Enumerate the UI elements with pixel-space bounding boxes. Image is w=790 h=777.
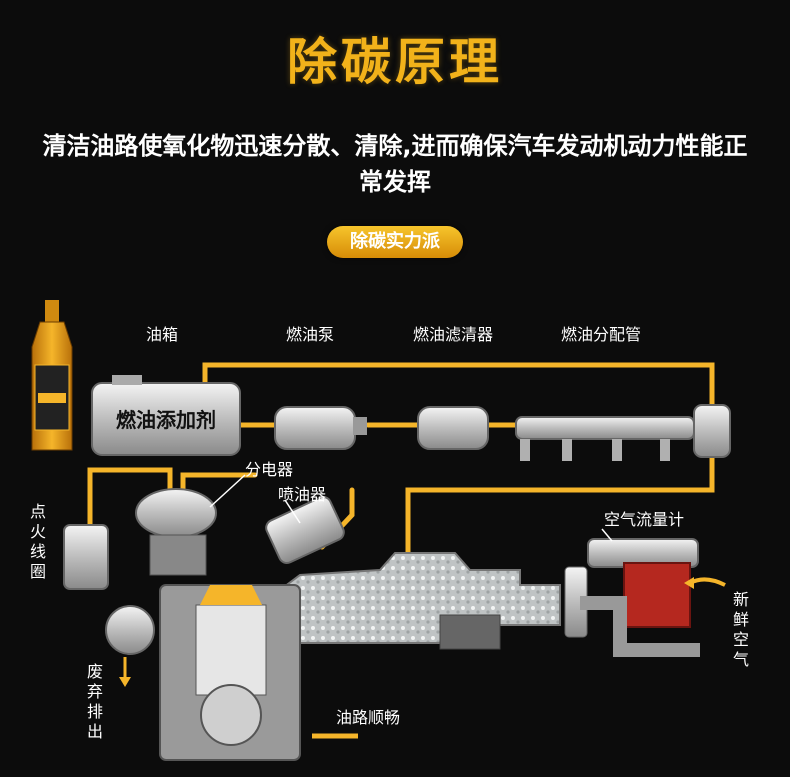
fuel-system-diagram: 燃油添加剂 bbox=[30, 300, 749, 761]
exhaust-label: 废弃排出 bbox=[87, 662, 103, 741]
fresh-air-arrow-icon bbox=[689, 577, 726, 587]
fuel-filter bbox=[417, 406, 489, 450]
injector-label: 喷油器 bbox=[278, 485, 326, 504]
exhaust-arrow-icon bbox=[119, 677, 131, 687]
fuel-tank: 燃油添加剂 bbox=[91, 375, 241, 456]
badge: 除碳实力派 bbox=[327, 226, 463, 258]
ignition-coil-label: 点火线圈 bbox=[30, 502, 46, 581]
fresh-air-label: 新鲜空气 bbox=[733, 590, 749, 669]
fuel-tank-label: 油箱 bbox=[146, 325, 178, 344]
additive-label: 燃油添加剂 bbox=[116, 408, 216, 432]
callout-lines bbox=[209, 474, 613, 542]
ignition-coil bbox=[63, 524, 109, 590]
fuel-filter-label: 燃油滤清器 bbox=[413, 325, 493, 344]
subtitle: 清洁油路使氧化物迅速分散、清除,进而确保汽车发动机动力性能正常发挥 bbox=[42, 132, 748, 196]
air-flow-meter bbox=[580, 538, 700, 657]
engine-cylinder bbox=[159, 584, 301, 761]
fuel-pump bbox=[274, 406, 367, 450]
distributor-label: 分电器 bbox=[245, 460, 293, 479]
intake-manifold bbox=[238, 552, 588, 667]
fuel-rail bbox=[515, 404, 731, 461]
air-flow-meter-label: 空气流量计 bbox=[604, 510, 684, 529]
exhaust-pipe bbox=[105, 605, 155, 687]
fuel-pump-label: 燃油泵 bbox=[286, 325, 334, 344]
fuel-rail-label: 燃油分配管 bbox=[561, 325, 641, 344]
fuel-line-smooth-label: 油路顺畅 bbox=[336, 708, 400, 727]
injector bbox=[265, 495, 345, 565]
page-title: 除碳原理 bbox=[287, 33, 503, 91]
fresh-air-arrowhead-icon bbox=[684, 577, 694, 589]
additive-bottle bbox=[31, 300, 73, 451]
distributor bbox=[135, 488, 217, 576]
